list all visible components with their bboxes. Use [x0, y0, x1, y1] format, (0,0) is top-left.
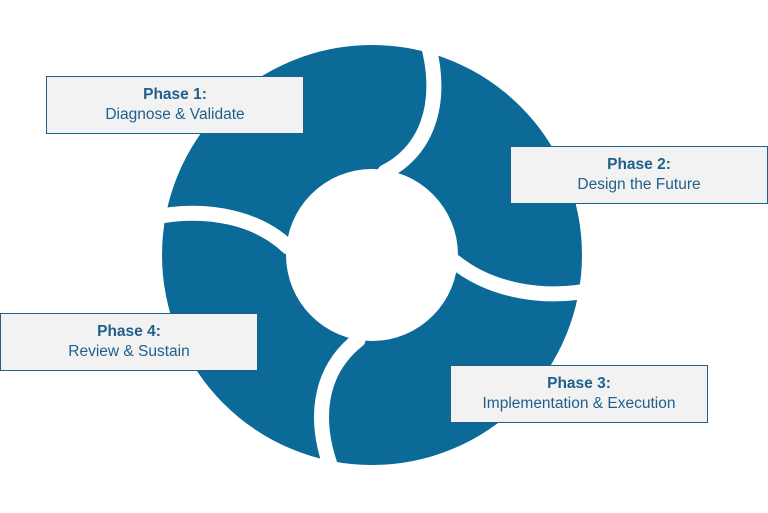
phase-3-title: Phase 3:	[547, 374, 611, 392]
phase-4-box: Phase 4: Review & Sustain	[0, 313, 258, 371]
phase-2-title: Phase 2:	[607, 155, 671, 173]
phase-4-description: Review & Sustain	[68, 343, 190, 360]
phase-4-title: Phase 4:	[97, 322, 161, 340]
phase-3-box: Phase 3: Implementation & Execution	[450, 365, 708, 423]
phase-1-title: Phase 1:	[143, 85, 207, 103]
phase-1-description: Diagnose & Validate	[105, 106, 245, 123]
phase-2-description: Design the Future	[577, 176, 701, 193]
phase-2-box: Phase 2: Design the Future	[510, 146, 768, 204]
phase-1-box: Phase 1: Diagnose & Validate	[46, 76, 304, 134]
phase-3-description: Implementation & Execution	[482, 395, 676, 412]
